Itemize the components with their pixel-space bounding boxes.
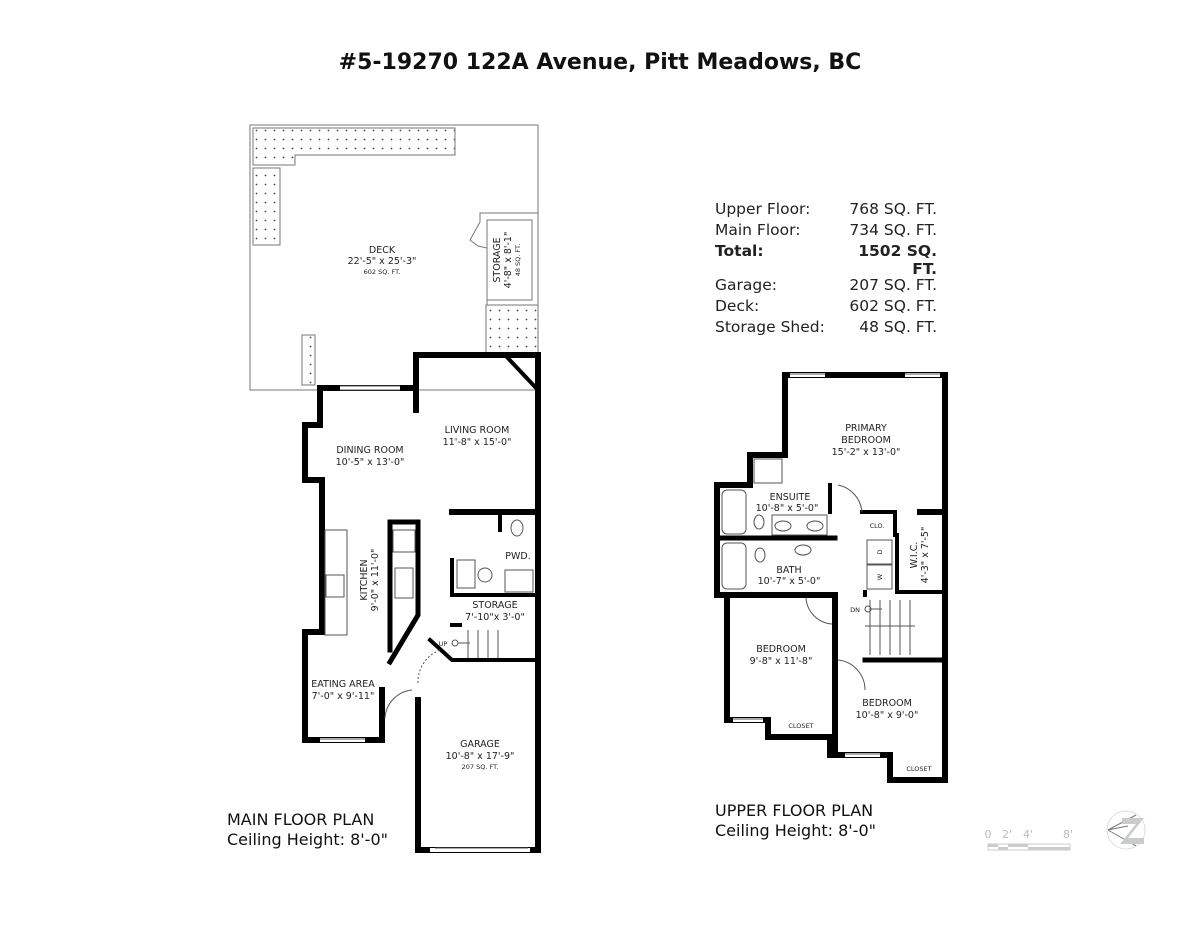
ensuite-dims: 10'-8" x 5'-0" [756,503,819,514]
garage-area: 207 SQ. FT. [462,763,499,771]
shower [753,458,783,484]
planter-top [252,127,456,166]
dining-room-dims: 10'-5" x 13'-0" [336,457,405,468]
area-value: 768 SQ. FT. [849,200,937,218]
stove [394,567,414,599]
stairs-down-label: DN [850,606,860,614]
bedroom-1-dims: 9'-8" x 11'-8" [750,656,813,667]
area-label: Total: [715,242,764,260]
vanity [771,514,828,536]
eating-area-dims: 7'-0" x 9'-11" [312,691,375,702]
planter-right [485,304,539,356]
main-floor-details [320,385,534,852]
tub [721,489,747,535]
planter-small [301,334,316,386]
main-floor-ceiling: Ceiling Height: 8'-0" [227,830,388,849]
water-heater [456,559,476,589]
bath-name: BATH [776,565,801,576]
shed-area: 48 SQ. FT. [514,244,522,277]
area-label: Deck: [715,297,760,315]
area-value: 207 SQ. FT. [849,276,937,294]
scale-tick: 4' [1023,828,1033,841]
closet-label: CLO. [870,522,885,530]
upper-floor-title: UPPER FLOOR PLAN [715,801,874,820]
planter-left [252,167,281,246]
scale-tick: 8' [1063,828,1073,841]
pwd-sink [504,569,534,593]
area-label: Garage: [715,276,777,294]
pwd-name: PWD. [505,551,530,562]
dryer [866,539,893,565]
ensuite-name: ENSUITE [770,492,811,503]
area-label: Main Floor: [715,221,801,239]
deck-area: 602 SQ. FT. [364,268,401,276]
shed-dims: 4'-8" x 8'-1" [503,232,514,289]
kitchen-name: KITCHEN [359,559,370,600]
toilet [754,547,766,563]
shed-name: STORAGE [492,237,503,282]
upper-floor-ceiling: Ceiling Height: 8'-0" [715,821,876,840]
eating-area-name: EATING AREA [311,679,375,690]
area-label: Storage Shed: [715,318,825,336]
living-room-dims: 11'-8" x 15'-0" [443,437,512,448]
primary-bedroom-name-2: BEDROOM [841,435,891,446]
fridge [392,529,416,553]
storage-dims: 7'-10"x 3'-0" [465,612,525,623]
area-value: 1502 SQ. FT. [858,242,937,278]
page-title: #5-19270 122A Avenue, Pitt Meadows, BC [338,50,862,75]
area-value: 602 SQ. FT. [849,297,937,315]
tub [721,542,747,590]
area-summary: Upper Floor: 768 SQ. FT. Main Floor: 734 S… [715,200,937,339]
main-floor-title: MAIN FLOOR PLAN [227,810,375,829]
dining-room-name: DINING ROOM [336,445,403,456]
bedroom-1-closet: CLOSET [788,722,813,730]
primary-bedroom-dims: 15'-2" x 13'-0" [832,447,901,458]
upper-floor-details [721,373,940,757]
area-value: 48 SQ. FT. [859,318,937,336]
storage-name: STORAGE [472,600,517,611]
north-arrow-icon [1106,810,1146,850]
area-label: Upper Floor: [715,200,811,218]
washer-label: W [876,573,884,580]
door-swing [384,689,413,719]
upper-floor-room-labels: PRIMARY BEDROOM 15'-2" x 13'-0" ENSUITE … [750,423,932,773]
bedroom-2-name: BEDROOM [862,698,912,709]
garage-name: GARAGE [460,739,500,750]
bedroom-2-dims: 10'-8" x 9'-0" [856,710,919,721]
toilet [753,514,765,530]
sink [325,574,345,598]
upper-floor-label: UPPER FLOOR PLAN Ceiling Height: 8'-0" [715,801,876,841]
storage-shed-inner [486,219,533,301]
main-floor-room-labels: DECK 22'-5" x 25'-3" 602 SQ. FT. STORAGE… [311,232,530,771]
toilet [510,519,524,537]
door-swing [837,659,866,691]
stairs-up-label: UP [439,640,448,648]
door-swing [837,484,863,513]
bedroom-1-name: BEDROOM [756,644,806,655]
door-swing [805,597,833,625]
kitchen-dims: 9'-0" x 11'-0" [370,549,381,612]
washer [866,564,893,590]
wic-dims: 4'-3" x 7'-5" [920,527,931,584]
wic-name: W.I.C. [909,542,920,569]
deck-name: DECK [369,245,396,256]
furnace [477,567,493,583]
primary-bedroom-name: PRIMARY [845,423,887,434]
garage-dims: 10'-8" x 17'-9" [446,751,515,762]
main-floor-label: MAIN FLOOR PLAN Ceiling Height: 8'-0" [227,810,388,850]
scale-tick: 0 [985,828,992,841]
bath-dims: 10'-7" x 5'-0" [758,576,821,587]
bedroom-2-closet: CLOSET [906,765,931,773]
door-swing [417,649,441,684]
scale-bar: 0 2' 4' 8' [985,828,1073,851]
living-room-name: LIVING ROOM [445,425,510,436]
area-value: 734 SQ. FT. [849,221,937,239]
dryer-label: D [876,549,884,554]
scale-tick: 2' [1002,828,1012,841]
deck [249,124,539,391]
deck-dims: 22'-5" x 25'-3" [348,256,417,267]
